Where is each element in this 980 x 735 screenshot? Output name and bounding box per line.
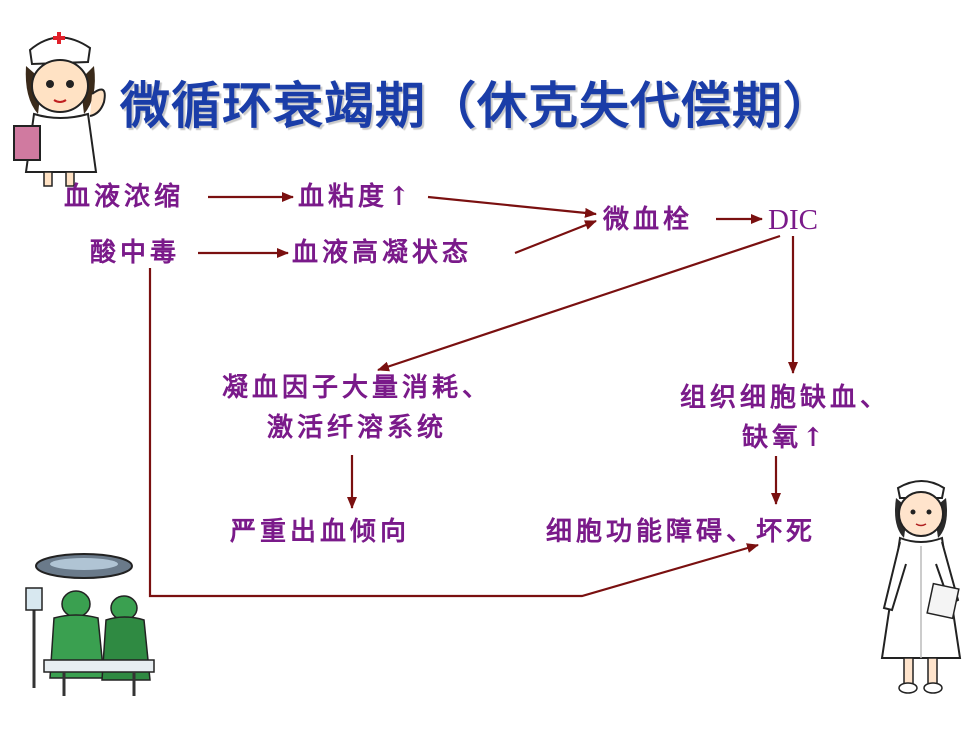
node-microthrombus: 微血栓 [603, 205, 694, 235]
arrow-viscosity-to-microthrombus [427, 195, 597, 218]
node-acidosis: 酸中毒 [90, 238, 181, 268]
nurse-illustration-top-left [13, 32, 106, 187]
nurse-illustration-bottom-right [880, 480, 962, 694]
node-tissue-ischemia-line1: 组织细胞缺血、 [679, 383, 890, 413]
node-coag-consumption-line1: 凝血因子大量消耗、 [221, 373, 492, 403]
node-coag-consumption-line2: 激活纤溶系统 [266, 413, 447, 444]
node-tissue-ischemia: 组织细胞缺血、 缺氧↑ [660, 378, 910, 459]
node-blood-concentration: 血液浓缩 [64, 182, 185, 212]
page-title: 微循环衰竭期（休克失代偿期） [120, 77, 834, 135]
arrow-acidosis-to-cell-dysfunction [148, 268, 759, 598]
node-blood-viscosity: 血粘度↑ [298, 182, 414, 212]
node-hypercoagulable: 血液高凝状态 [292, 238, 473, 268]
node-cell-dysfunction: 细胞功能障碍、坏死 [546, 517, 817, 547]
arrow-hypercoagulable-to-microthrombus [514, 219, 597, 255]
arrow-dic-to-coag-consumption [377, 234, 781, 372]
node-bleeding-tendency: 严重出血倾向 [230, 517, 411, 547]
surgery-team-illustration [25, 553, 155, 696]
node-coag-consumption: 凝血因子大量消耗、 激活纤溶系统 [192, 368, 522, 449]
node-tissue-ischemia-line2: 缺氧↑ [742, 423, 828, 454]
node-dic: DIC [768, 204, 818, 236]
